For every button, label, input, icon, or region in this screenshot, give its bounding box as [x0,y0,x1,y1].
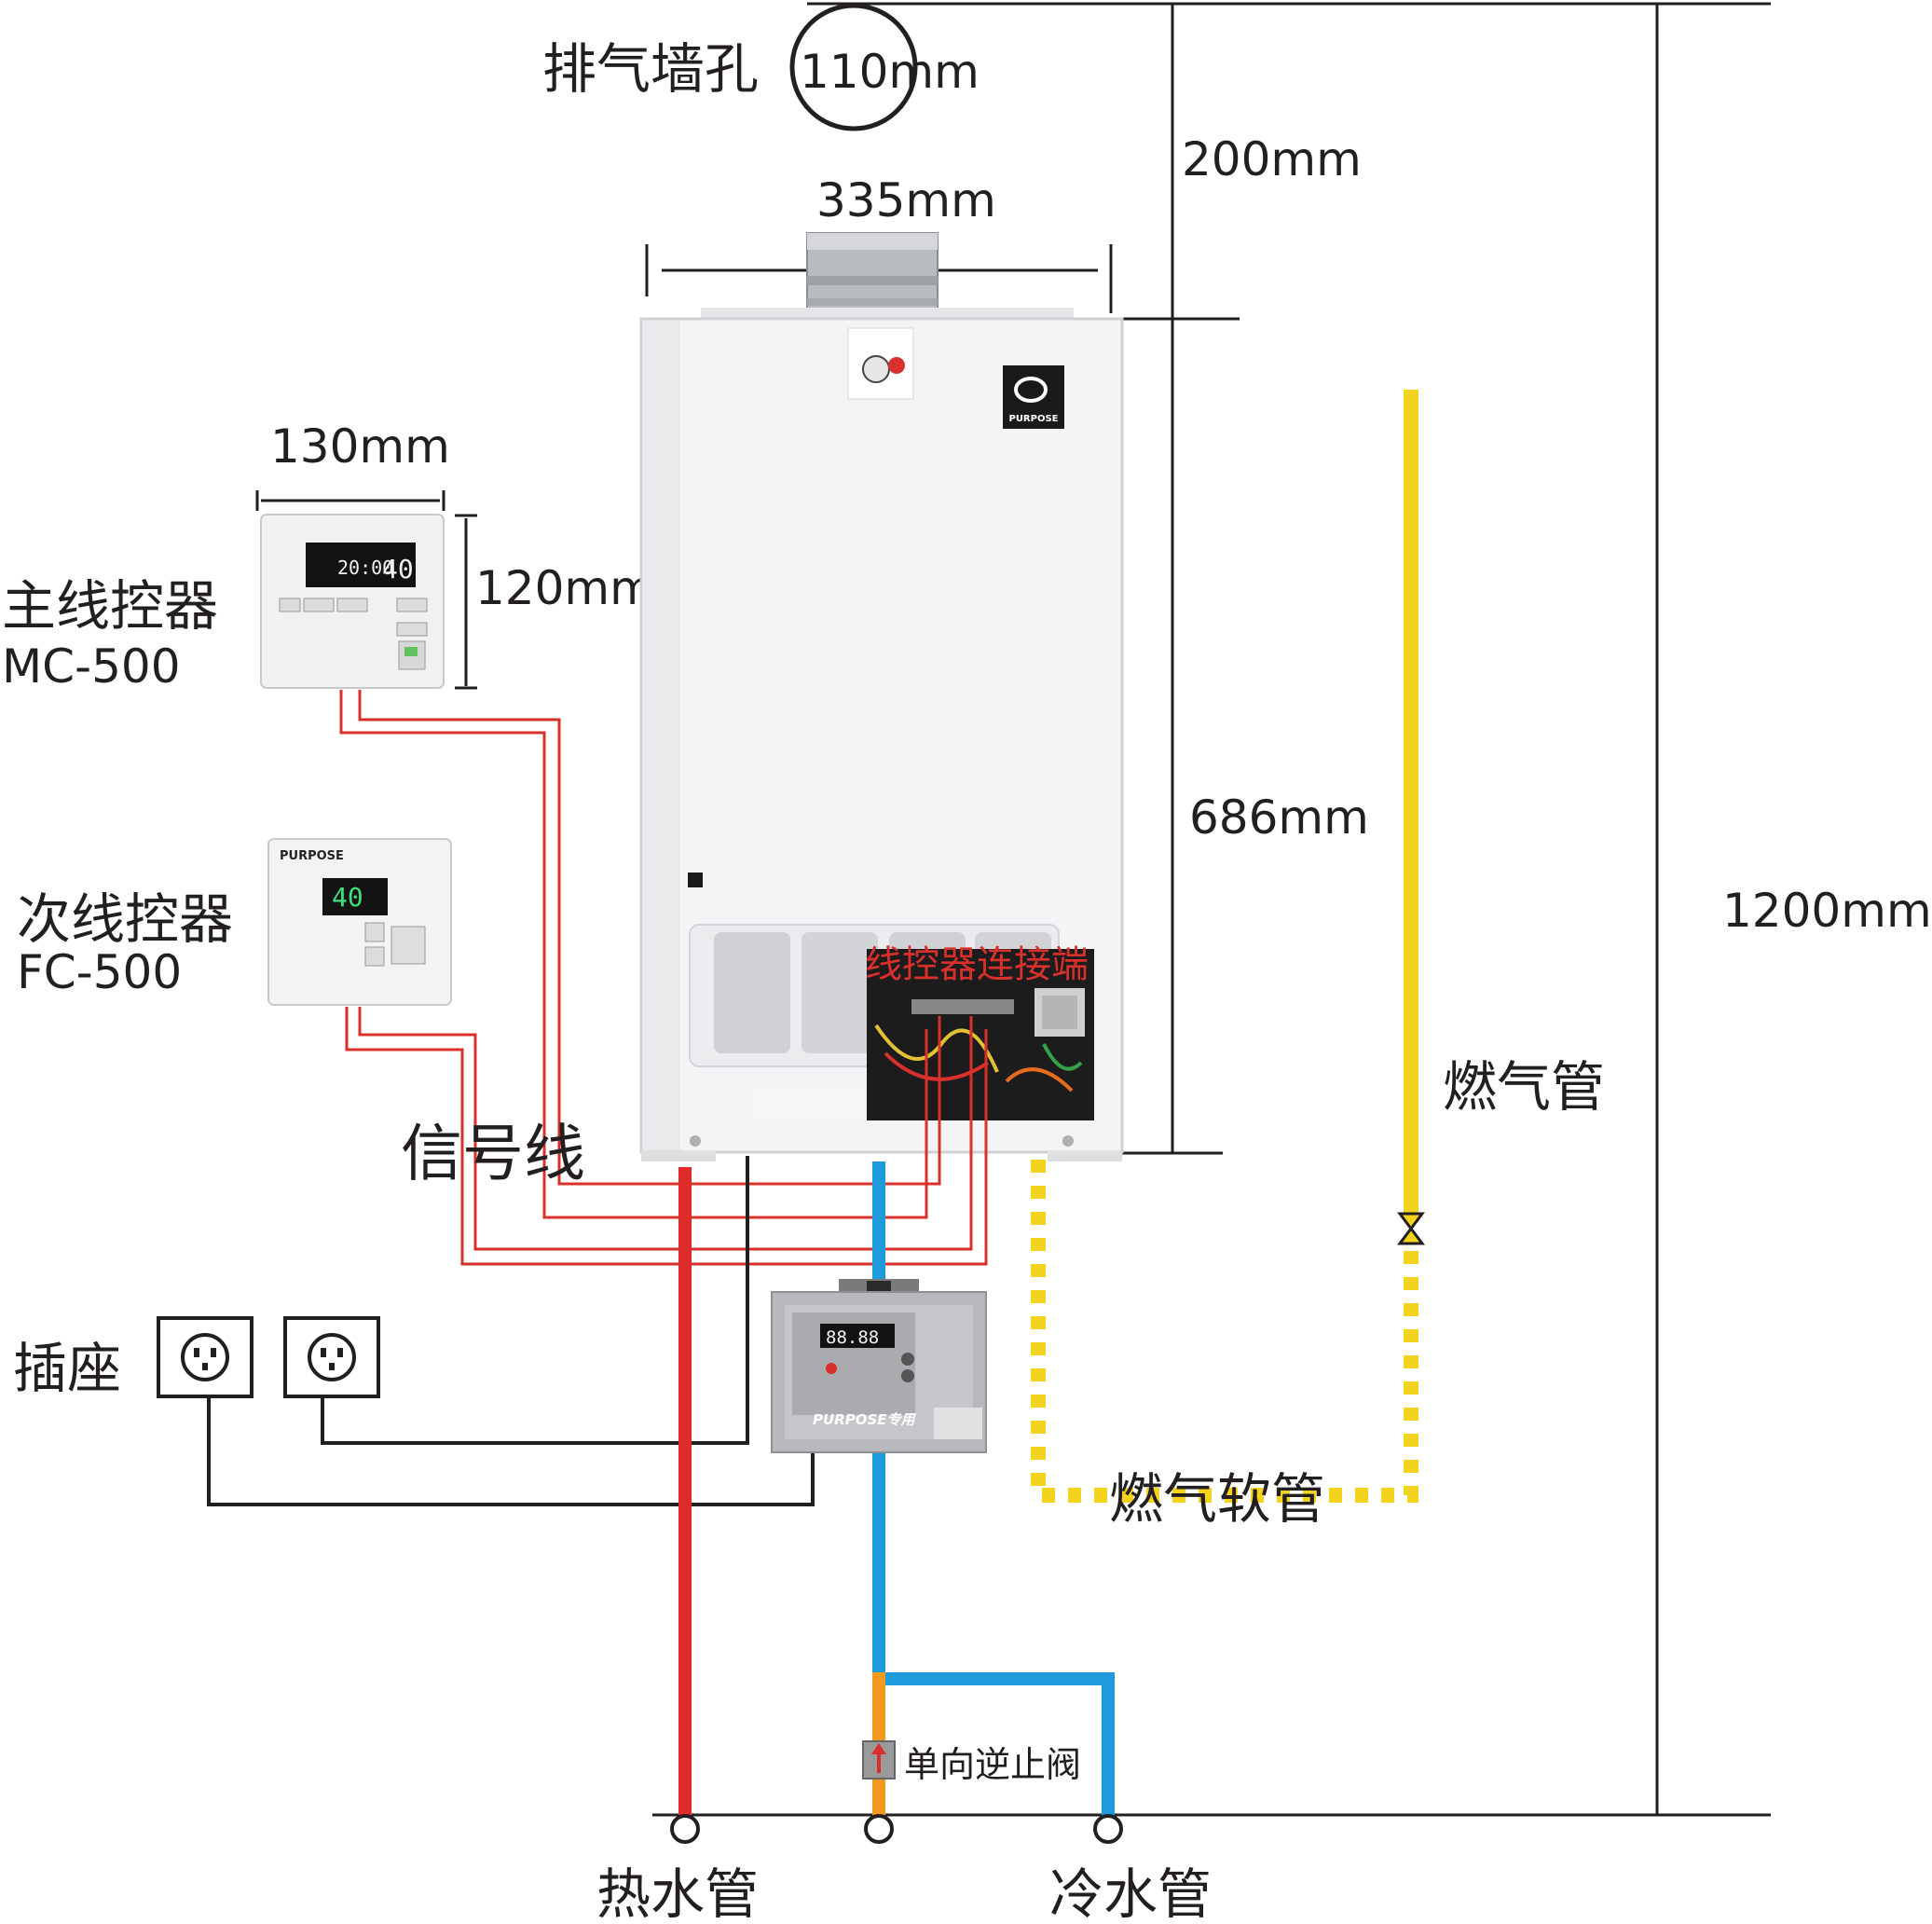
signal-wire-label: 信号线 [401,1118,585,1189]
gas-hose-label: 燃气软管 [1109,1467,1325,1531]
power-wires [207,1156,815,1506]
exhaust-hole: 排气墙孔 110mm [542,3,980,131]
sub-controller-body [267,838,452,1006]
dimension-lines [255,2,1771,1817]
svg-text:20:00: 20:00 [337,557,393,579]
gas-pipe-label: 燃气管 [1443,1055,1605,1119]
main-controller-name: 主线控器 [2,574,218,638]
pipe-endpoints [670,1814,1123,1844]
check-valve [862,1740,896,1780]
svg-text:PURPOSE: PURPOSE [280,849,344,863]
exhaust-hole-label: 排气墙孔 [542,37,759,101]
top-clearance-label: 200mm [1182,132,1362,186]
sub-controller-display [322,878,388,915]
hot-water-endpoint [670,1814,700,1844]
heater-height-label: 686mm [1189,790,1369,845]
main-controller: 20:00 40 [260,514,445,689]
sub-controller-model: FC-500 [17,945,182,999]
svg-text:40: 40 [332,882,363,913]
exhaust-hole-circle [789,3,918,131]
status-indicator [688,873,703,887]
total-height-label: 1200mm [1722,884,1932,938]
svg-text:40: 40 [382,554,414,584]
svg-text:PURPOSE: PURPOSE [1008,414,1058,424]
main-controller-height-label: 120mm [475,561,655,615]
signal-wires [339,690,988,1266]
socket-right [283,1316,380,1398]
controller-terminal-label: 线控器连接端 [865,943,1089,986]
gas-valve [1397,1212,1425,1245]
svg-text:88.88: 88.88 [826,1327,879,1348]
exhaust-diameter-label: 110mm [800,45,980,99]
hot-water-pipe [678,1167,692,1816]
cold-water-pipe-label: 冷水管 [1049,1862,1212,1924]
sockets [157,1316,380,1398]
check-valve-label: 单向逆止阀 [904,1744,1081,1785]
sub-controller: PURPOSE 40 [267,838,452,1006]
controller-terminal-box [867,949,1094,1120]
heater-brand-logo: PURPOSE [1003,365,1064,429]
heater-width-label: 335mm [816,173,996,227]
hot-water-pipe-label: 热水管 [596,1862,759,1924]
socket-left [157,1316,253,1398]
circulation-pump: 88.88 PURPOSE专用 [771,1279,987,1453]
water-heater: PURPOSE 线控器连接端 [639,232,1124,1161]
main-controller-width-label: 130mm [270,419,450,474]
gas-pipe [1397,390,1425,1245]
check-valve-endpoint [864,1814,894,1844]
cold-water-endpoint [1093,1814,1123,1844]
main-controller-model: MC-500 [2,639,181,694]
gas-hose [1031,1160,1418,1503]
svg-text:PURPOSE专用: PURPOSE专用 [813,1411,917,1428]
sub-controller-name: 次线控器 [17,887,233,951]
main-controller-display [306,543,416,587]
socket-label: 插座 [13,1337,121,1400]
